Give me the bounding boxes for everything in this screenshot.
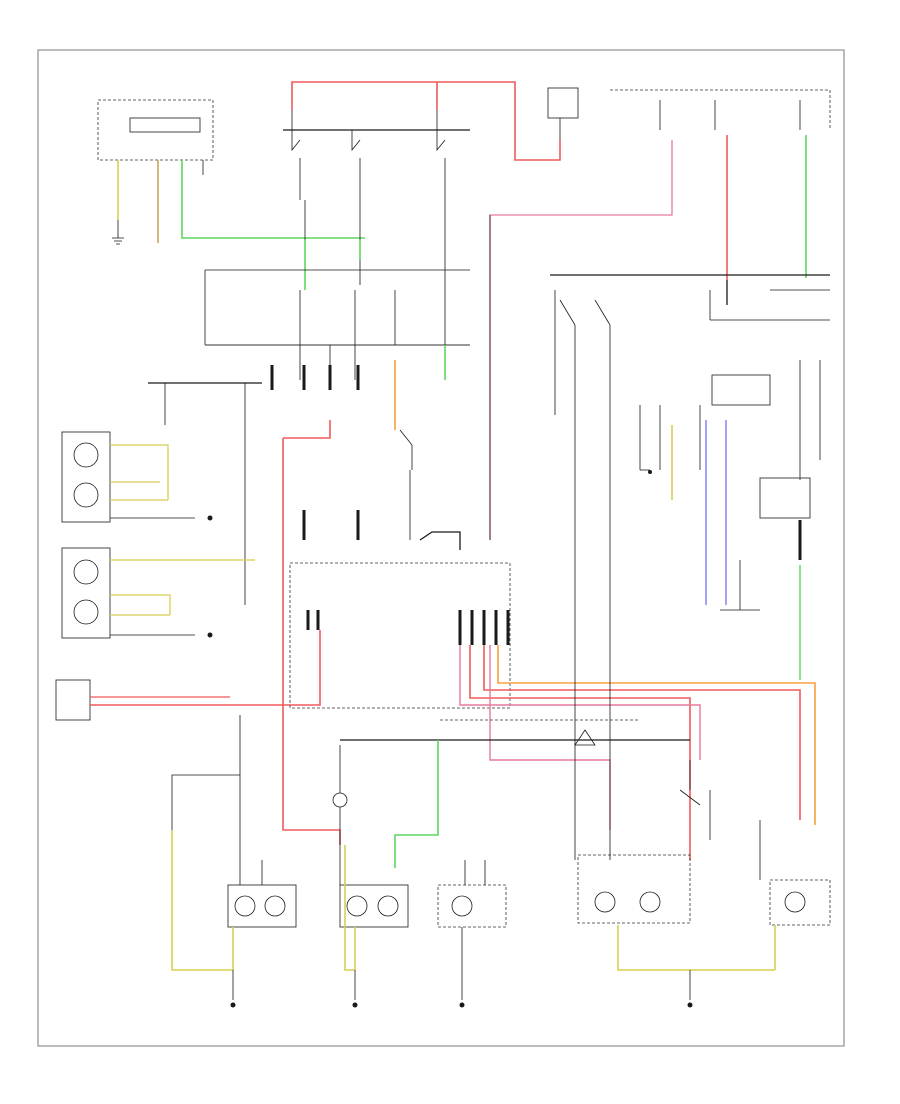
connector-icon (574, 729, 596, 746)
ground-icon (207, 632, 213, 638)
fuse-block-top-right (610, 89, 831, 130)
ground-icon (687, 1002, 693, 1008)
lamp-group-bottom-1 (227, 884, 297, 928)
fuse-block-center (204, 269, 470, 346)
lamp-icon (332, 792, 348, 808)
lamp-group-bottom-3 (437, 884, 507, 928)
relay-top (547, 87, 579, 119)
wire-red-left (90, 630, 321, 706)
central-control-module (289, 562, 511, 709)
switch-icon (679, 789, 701, 806)
ground-icon (230, 1002, 236, 1008)
ground-icon (352, 1002, 358, 1008)
control-module-top-left (97, 99, 214, 161)
wire-orange-2 (497, 645, 816, 825)
ground-icon (112, 237, 124, 245)
wire-red-top (291, 81, 561, 161)
lamp-group-bottom-2 (339, 884, 409, 928)
ground-icon (207, 515, 213, 521)
lamp-group-lower-left (61, 547, 111, 639)
wire-green-bottom (394, 740, 439, 868)
switch-icon (291, 110, 446, 165)
ground-icon (459, 1002, 465, 1008)
switch-icon (399, 429, 413, 470)
lamp-group-bottom-5 (769, 879, 831, 926)
lamp-group-upper-left (61, 431, 111, 523)
module-left-bottom (55, 679, 91, 721)
module-right (759, 477, 811, 519)
ground-icon (648, 470, 652, 474)
lamp-group-bottom-4 (577, 854, 691, 924)
wire-green-1 (181, 160, 365, 239)
diagram-frame (37, 49, 845, 1047)
switch-icon (559, 299, 611, 326)
relay-right (711, 374, 771, 406)
